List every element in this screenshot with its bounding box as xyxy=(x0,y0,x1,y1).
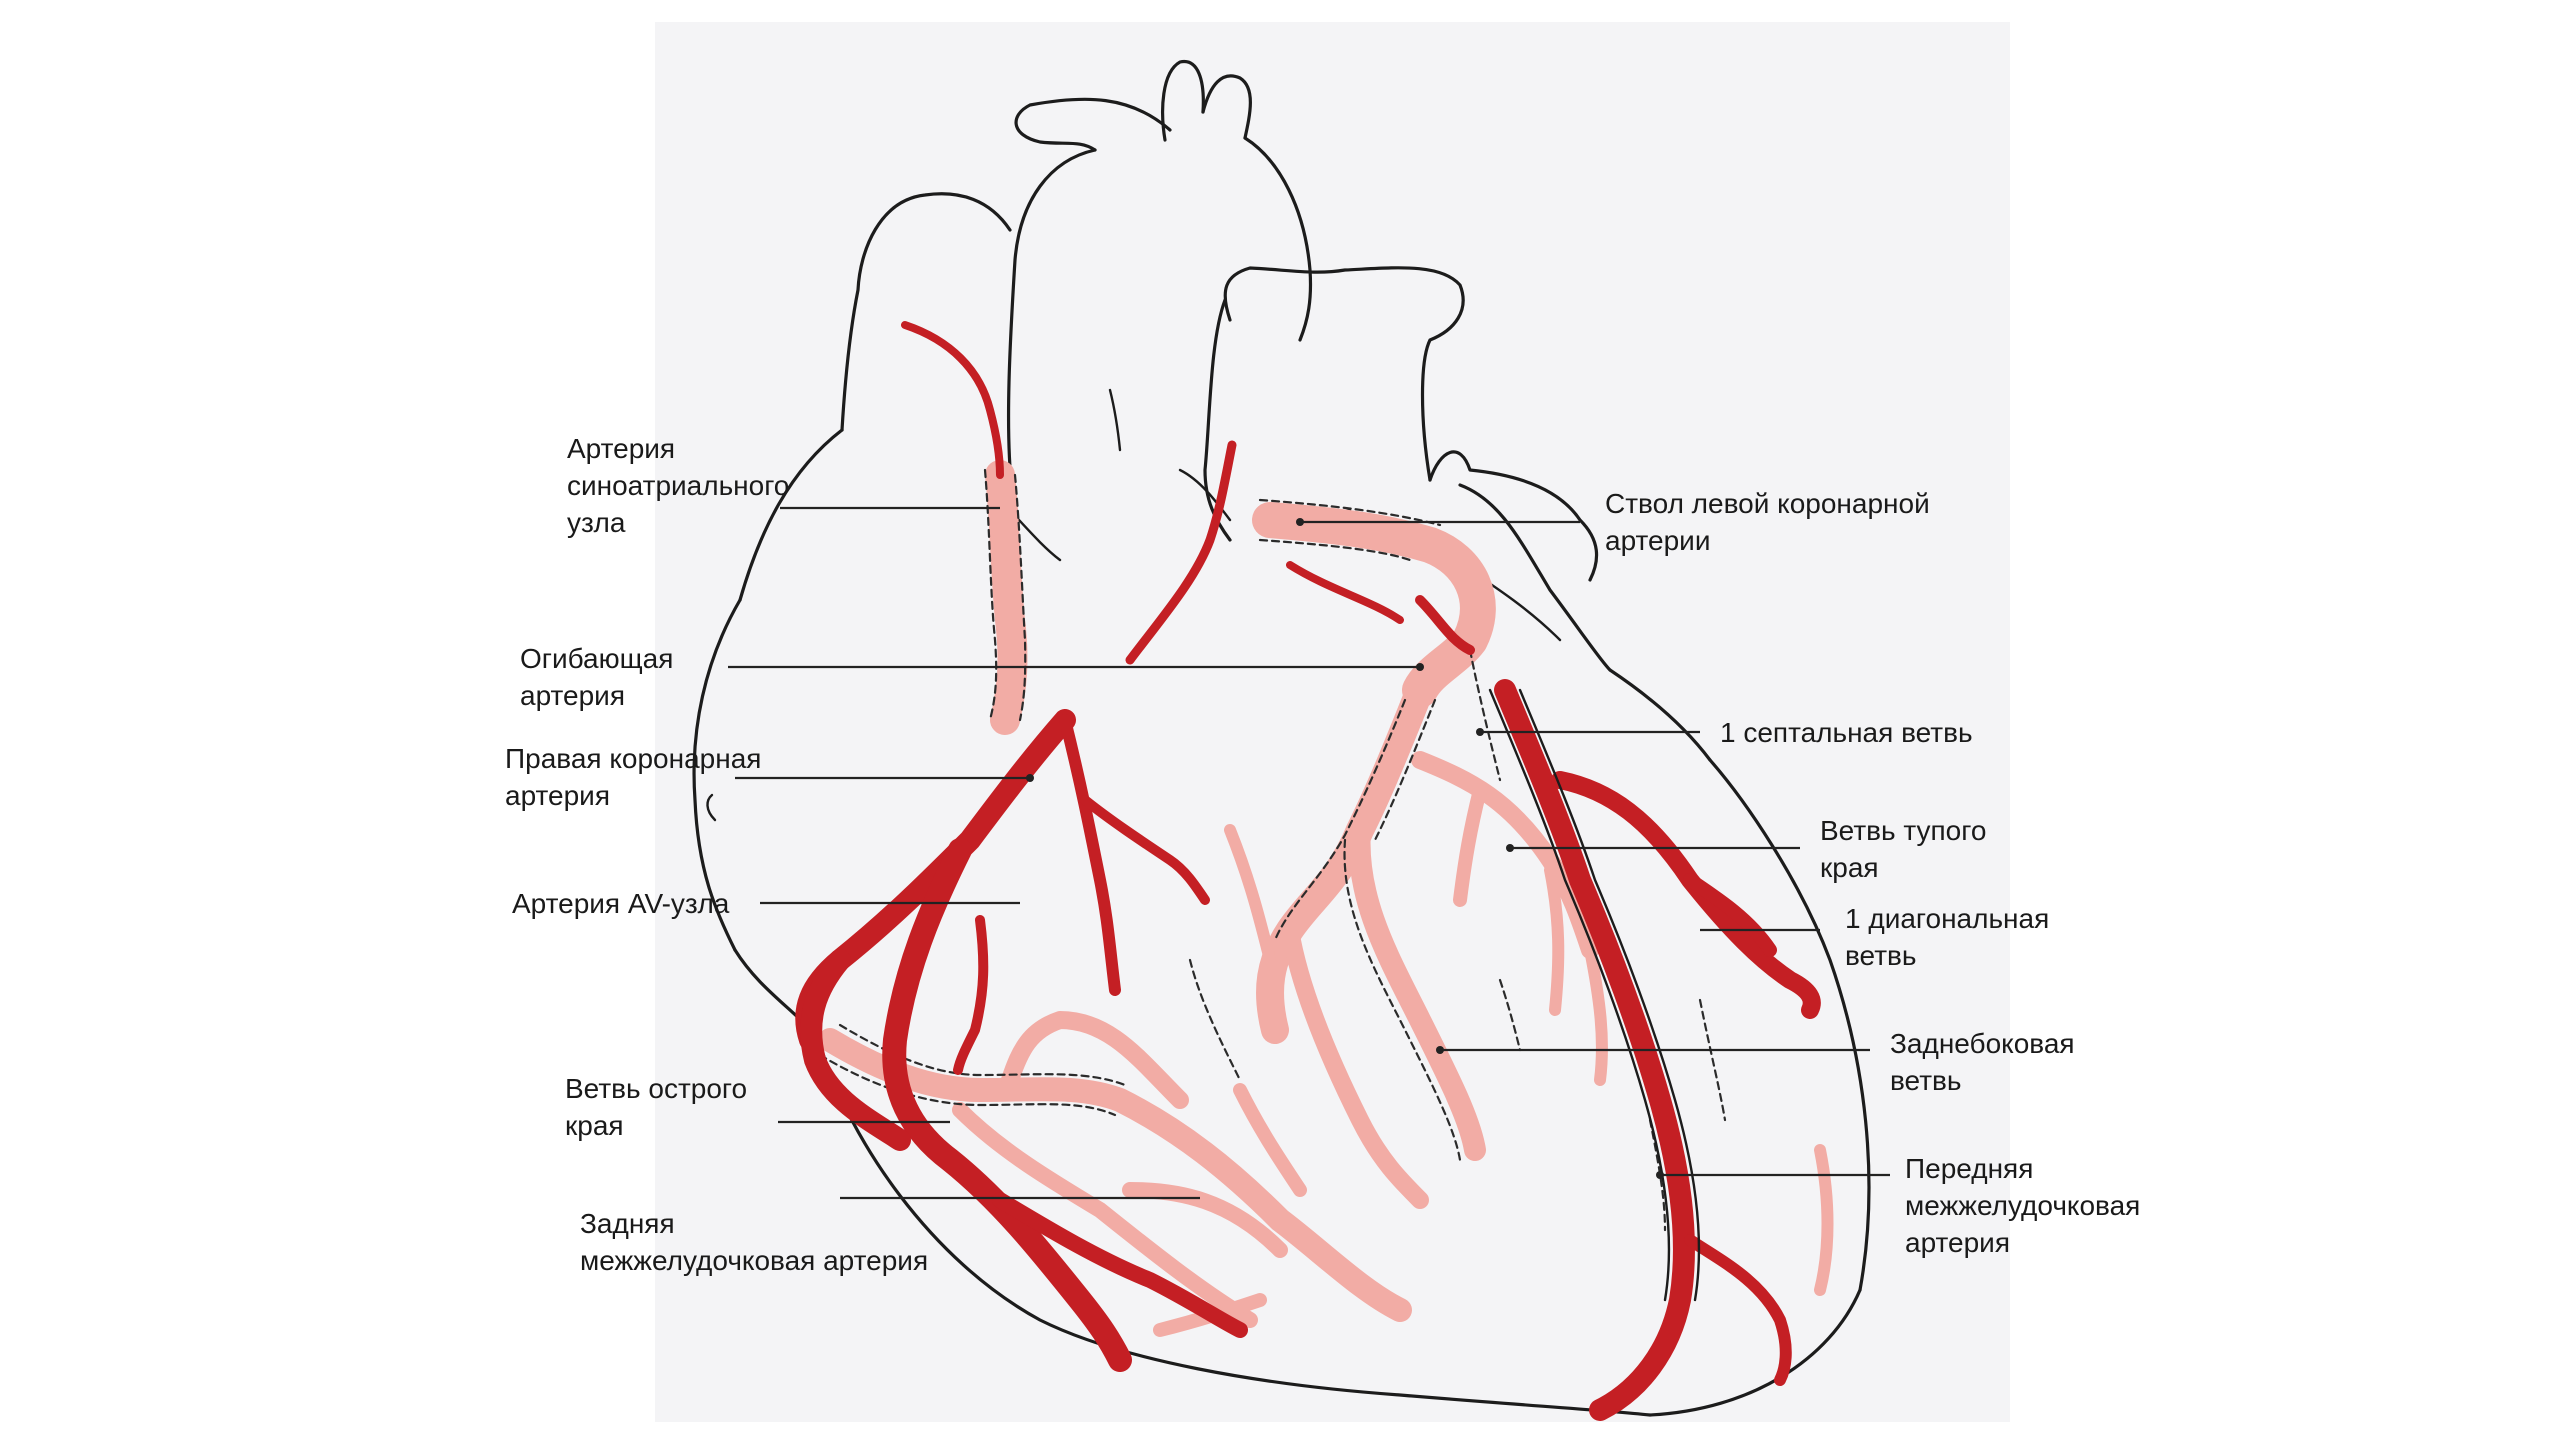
illustration-panel xyxy=(655,22,2010,1422)
label-posterolateral-branch: Заднебоковая ветвь xyxy=(1890,1028,2075,1096)
label-acute-marginal-branch: Ветвь острого края xyxy=(565,1073,748,1141)
label-obtuse-marginal-branch: Ветвь тупого края xyxy=(1820,815,1987,883)
label-anterior-interventricular-artery: Передняя межжелудочковая артерия xyxy=(1905,1153,2141,1258)
label-circumflex-artery: Огибающая артерия xyxy=(520,643,674,711)
leader-lines xyxy=(728,506,1890,1200)
label-av-node-artery: Артерия AV-узла xyxy=(512,888,730,919)
label-posterior-interventricular-artery: Задняя межжелудочковая артерия xyxy=(580,1208,929,1276)
label-right-coronary-artery: Правая коронарная артерия xyxy=(505,743,762,811)
label-first-diagonal-branch: 1 диагональная ветвь xyxy=(1845,903,2050,971)
label-sa-node-artery: Артерия синоатриального узла xyxy=(567,433,790,538)
label-left-main-coronary: Ствол левой коронарной артерии xyxy=(1605,488,1930,556)
label-first-septal-branch: 1 септальная ветвь xyxy=(1720,717,1973,748)
